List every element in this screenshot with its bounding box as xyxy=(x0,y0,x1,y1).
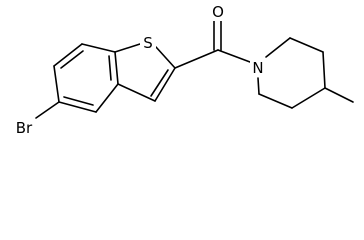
bond-c7-s xyxy=(114,43,141,53)
sulfur-atom: S xyxy=(143,34,153,52)
piperidine-ring xyxy=(257,37,354,109)
benzene-ring xyxy=(53,43,119,113)
bond-c7a-c7 xyxy=(114,51,119,85)
double-bond-inner-c2-c3 xyxy=(150,69,169,97)
bond-n-c2p xyxy=(265,37,291,58)
bond-c5-c4 xyxy=(53,65,60,103)
bond-c6-c5 xyxy=(53,43,83,67)
bond-c4-br xyxy=(35,101,60,119)
bond-c4-c3a xyxy=(58,101,97,113)
bromine-atom: Br xyxy=(16,119,33,137)
thiophene-ring xyxy=(114,43,176,102)
atom-label-n: N xyxy=(250,59,266,77)
atom-label-o: O xyxy=(210,3,226,21)
bond-c5p-c6p xyxy=(258,93,293,109)
oxygen-atom: O xyxy=(212,3,224,21)
double-bond-inner-c7a-c7 xyxy=(108,55,112,81)
bond-c2p-c3p xyxy=(289,37,324,53)
nitrogen-atom: N xyxy=(252,59,263,77)
double-bond-inner-c4-c3a xyxy=(63,96,94,106)
carbonyl-group xyxy=(174,18,251,69)
bond-c6p-n xyxy=(257,77,260,95)
atom-label-s: S xyxy=(140,34,156,52)
bond-c3a-c7a xyxy=(95,83,119,113)
bond-c2-c3 xyxy=(154,67,176,102)
atom-label-br: Br xyxy=(11,119,37,137)
bond-c4p-c5p xyxy=(291,87,326,109)
bond-c7-c6 xyxy=(81,43,116,53)
double-bond-inner-c6-c5 xyxy=(60,50,84,69)
bromo-substituent xyxy=(35,101,60,119)
bond-s-c2 xyxy=(155,46,176,69)
bond-c2-carbonyl xyxy=(174,49,219,69)
bond-c3p-c4p xyxy=(322,51,326,89)
bond-carbonyl-n xyxy=(217,49,251,63)
chemical-structure-diagram: S O N Br xyxy=(11,3,354,137)
bond-c3-c3a xyxy=(117,83,156,102)
bond-c4p-methyl xyxy=(324,87,354,103)
